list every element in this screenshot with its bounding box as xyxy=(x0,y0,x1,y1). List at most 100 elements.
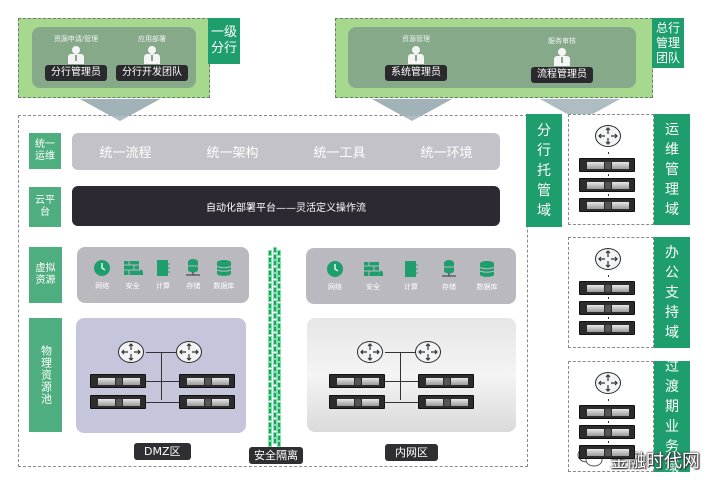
server-icon xyxy=(90,395,146,409)
firewall-brick xyxy=(272,398,277,405)
firewall-brick xyxy=(268,335,272,342)
firewall-brick xyxy=(272,280,277,286)
server-knob xyxy=(605,202,611,209)
server-slot xyxy=(587,449,604,456)
firewall-brick xyxy=(277,342,282,349)
server-icon xyxy=(579,321,635,335)
zone-tag-isolation: 安全隔离 xyxy=(249,447,303,464)
server-slot xyxy=(587,305,604,312)
firewall-brick xyxy=(272,306,277,313)
firewall-brick xyxy=(268,289,272,296)
firewall-brick xyxy=(272,313,277,319)
vres-label: 存储 xyxy=(186,282,201,290)
firewall-brick xyxy=(277,256,282,263)
domain-tag-transition: 过渡期业务域 xyxy=(654,359,690,475)
branch-admin-label: 分行管理员 xyxy=(45,65,107,81)
firewall-brick xyxy=(272,293,277,300)
hq-team-tag: 总行管理团队 xyxy=(652,18,684,68)
server-slot xyxy=(587,429,604,436)
server-slot xyxy=(612,325,629,332)
firewall-brick xyxy=(272,365,277,372)
server-icon xyxy=(579,281,635,295)
firewall-brick xyxy=(277,428,282,435)
network-icon xyxy=(325,260,345,278)
server-slot xyxy=(587,162,604,169)
database-icon xyxy=(477,260,497,278)
process-admin-label: 流程管理员 xyxy=(531,67,593,83)
firewall-brick xyxy=(272,412,277,418)
server-slot xyxy=(612,162,629,169)
server-slot xyxy=(587,202,604,209)
server-knob xyxy=(444,399,450,406)
server-icon xyxy=(418,395,474,409)
person-icon xyxy=(554,48,570,66)
hq-team-tag-text: 总行管理团队 xyxy=(655,20,680,65)
firewall-brick xyxy=(272,431,277,438)
firewall-brick xyxy=(272,438,277,445)
firewall-brick xyxy=(272,339,277,346)
firewall-brick xyxy=(272,405,277,412)
firewall-brick xyxy=(268,362,272,369)
domain-tag-office-support-text: 办公支持域 xyxy=(665,244,679,341)
server-icon xyxy=(418,374,474,388)
vres-storage: 存储 xyxy=(178,259,208,291)
server-knob xyxy=(605,182,611,189)
security-icon xyxy=(123,259,143,277)
router-icon xyxy=(176,341,202,363)
server-knob xyxy=(605,325,611,332)
storage-icon xyxy=(183,259,203,277)
firewall-brick xyxy=(277,322,282,329)
firewall-brick xyxy=(268,263,272,270)
firewall-brick xyxy=(268,395,272,402)
firewall-brick xyxy=(277,375,282,382)
server-slot xyxy=(426,378,443,385)
server-slot xyxy=(612,305,629,312)
connection-line xyxy=(400,352,401,400)
role-subtitle: 应用部署 xyxy=(138,35,166,43)
server-icon xyxy=(329,395,385,409)
router-icon xyxy=(595,248,621,270)
person-icon xyxy=(144,46,160,64)
firewall-brick xyxy=(268,276,272,283)
server-knob xyxy=(205,399,211,406)
person-icon xyxy=(408,46,424,64)
server-slot xyxy=(612,409,629,416)
connection-dot xyxy=(608,441,609,443)
server-knob xyxy=(605,449,611,456)
firewall-brick xyxy=(268,342,272,349)
server-slot xyxy=(587,182,604,189)
vres-label: 安全 xyxy=(125,282,140,290)
server-slot xyxy=(612,202,629,209)
connection-dot xyxy=(608,152,609,154)
role-subtitle: 资源管理 xyxy=(402,35,430,43)
person-icon xyxy=(68,46,84,64)
server-slot xyxy=(98,378,115,385)
connection-line xyxy=(161,352,162,400)
vres-storage: 存储 xyxy=(432,260,466,292)
server-icon xyxy=(90,374,146,388)
server-slot xyxy=(212,378,229,385)
vres-label: 计算 xyxy=(156,282,171,290)
firewall-brick xyxy=(277,269,282,276)
role-subtitle: 服务审核 xyxy=(548,37,576,45)
server-slot xyxy=(426,399,443,406)
server-icon xyxy=(329,374,385,388)
connection-dot xyxy=(608,275,609,277)
firewall-brick xyxy=(277,362,282,369)
firewall-brick xyxy=(268,415,272,421)
firewall-brick xyxy=(272,253,277,260)
server-slot xyxy=(187,378,204,385)
zone-tag-intranet: 内网区 xyxy=(385,444,438,461)
firewall-brick xyxy=(272,299,277,306)
domain-tag-branch-hosted-text: 分行托管域 xyxy=(537,122,551,219)
virtual-resources-intranet: 网络 安全 计算 存储 数据库 xyxy=(306,248,516,304)
firewall-brick xyxy=(268,375,272,382)
server-slot xyxy=(612,429,629,436)
server-icon xyxy=(579,425,635,439)
domain-tag-transition-text: 过渡期业务域 xyxy=(665,358,679,475)
firewall-brick xyxy=(272,425,277,432)
vres-network: 网络 xyxy=(87,259,117,291)
firewall-brick xyxy=(277,415,282,421)
firewall-brick xyxy=(268,322,272,329)
domain-tag-ops-mgmt: 运维管理域 xyxy=(654,114,690,225)
